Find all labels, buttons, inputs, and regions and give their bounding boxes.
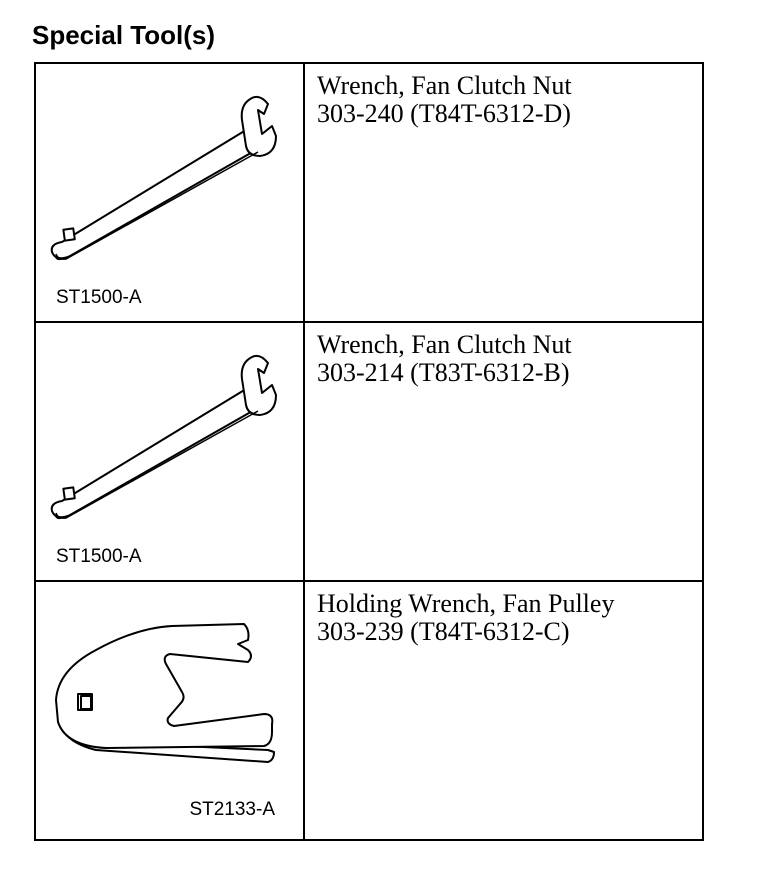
illustration-code: ST1500-A — [56, 546, 142, 567]
tool-row: ST1500-A Wrench, Fan Clutch Nut 303-240 … — [34, 62, 704, 323]
tool-illustration-cell: ST1500-A — [34, 62, 305, 323]
tool-illustration-cell: ST2133-A — [34, 580, 305, 841]
tool-name: Wrench, Fan Clutch Nut — [317, 330, 572, 359]
holding-wrench-icon — [55, 623, 275, 763]
tool-number: 303-239 (T84T-6312-C) — [317, 617, 570, 646]
tool-description-cell: Holding Wrench, Fan Pulley 303-239 (T84T… — [303, 580, 704, 841]
tool-number: 303-240 (T84T-6312-D) — [317, 99, 571, 128]
tool-name: Holding Wrench, Fan Pulley — [317, 589, 615, 618]
tool-number: 303-214 (T83T-6312-B) — [317, 358, 570, 387]
special-tools-table: ST1500-A Wrench, Fan Clutch Nut 303-240 … — [34, 62, 704, 841]
tool-illustration-cell: ST1500-A — [34, 321, 305, 582]
tool-row: ST1500-A Wrench, Fan Clutch Nut 303-214 … — [34, 321, 704, 582]
open-end-wrench-icon — [50, 95, 277, 261]
open-end-wrench-icon — [50, 354, 277, 520]
tool-description-cell: Wrench, Fan Clutch Nut 303-240 (T84T-631… — [303, 62, 704, 323]
illustration-code: ST1500-A — [56, 287, 142, 308]
illustration-code: ST2133-A — [189, 799, 275, 820]
tool-name: Wrench, Fan Clutch Nut — [317, 71, 572, 100]
tool-description-cell: Wrench, Fan Clutch Nut 303-214 (T83T-631… — [303, 321, 704, 582]
page-title: Special Tool(s) — [32, 20, 215, 50]
tool-row: ST2133-A Holding Wrench, Fan Pulley 303-… — [34, 580, 704, 841]
